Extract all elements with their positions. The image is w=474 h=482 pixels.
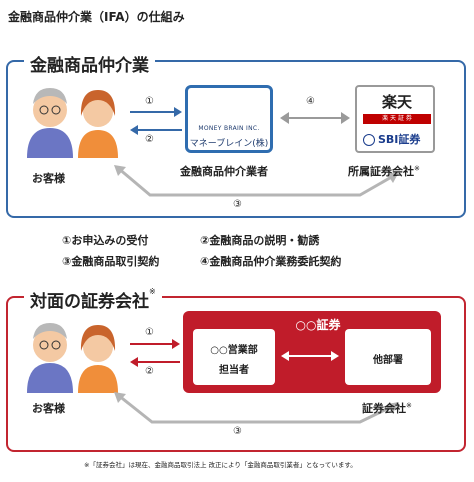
sales-dept-label: ○○営業部: [210, 345, 258, 356]
ifa-section-title: 金融商品仲介業: [24, 51, 155, 76]
step-3-label-red: ③: [233, 426, 242, 437]
other-dept-box: 他部署: [345, 329, 431, 385]
step-1-label: ①: [145, 96, 154, 107]
customer-label-2: お客様: [32, 402, 65, 415]
arrow-4-ifa-securities: [280, 112, 350, 124]
arrow-1-to-ifa: [130, 107, 182, 117]
broker-section-frame: [6, 296, 466, 452]
legend-item-3: ③金融商品取引契約: [62, 255, 160, 268]
step-2-label: ②: [145, 134, 154, 145]
step-2-label-red: ②: [145, 366, 154, 377]
arrow-2-to-customer: [130, 125, 182, 135]
page-title: 金融商品仲介業（IFA）の仕組み: [8, 10, 185, 24]
arrow-3-customer-securities: [114, 165, 399, 197]
ifa-logo-text: MONEY BRAIN INC.: [198, 125, 260, 132]
rakuten-logo: 楽天: [381, 93, 412, 111]
securities-firm-panel: ○○証券 ○○営業部 担当者 他部署: [183, 311, 441, 393]
legend-item-2: ②金融商品の説明・勧誘: [200, 234, 320, 247]
ifa-label: 金融商品仲介業者: [180, 165, 268, 178]
arrow-1-to-sales: [130, 339, 180, 349]
securities-firm-name: ○○証券: [295, 318, 341, 332]
customers-illustration-2: [27, 323, 118, 393]
legend-item-4: ④金融商品仲介業務委託契約: [200, 255, 342, 268]
customers-illustration: [27, 88, 118, 158]
internal-arrow: [281, 351, 339, 361]
arrow-3-customer-securities-red: [114, 392, 399, 424]
legend-item-1: ①お申込みの受付: [62, 234, 149, 247]
step-1-label-red: ①: [145, 327, 154, 338]
broker-section-title: 対面の証券会社※: [24, 287, 162, 312]
step-4-label: ④: [306, 96, 315, 107]
securities-label: 所属証券会社※: [348, 164, 420, 178]
ifa-company-box: MONEY BRAIN INC. マネーブレイン(株): [185, 85, 273, 153]
other-dept-label: 他部署: [373, 355, 403, 366]
step-3-label: ③: [233, 199, 242, 210]
staff-label: 担当者: [219, 365, 249, 376]
securities-label-2: 証券会社※: [362, 401, 412, 415]
ifa-logo-kana: マネーブレイン(株): [189, 139, 269, 149]
ifa-section-frame: [6, 60, 466, 218]
footnote: ※「証券会社」は現在、金融商品取引法上 改正により「金融商品取引業者」となってい…: [84, 461, 357, 469]
arrow-2-to-customer-red: [130, 357, 180, 367]
rakuten-sub-logo: 楽 天 証 券: [363, 114, 431, 124]
securities-company-box: 楽天 楽 天 証 券 SBI証券: [355, 85, 435, 153]
sbi-logo: SBI証券: [363, 131, 431, 149]
customer-label: お客様: [32, 172, 65, 185]
sales-dept-box: ○○営業部 担当者: [193, 329, 275, 385]
sbi-mark-icon: [363, 134, 375, 146]
